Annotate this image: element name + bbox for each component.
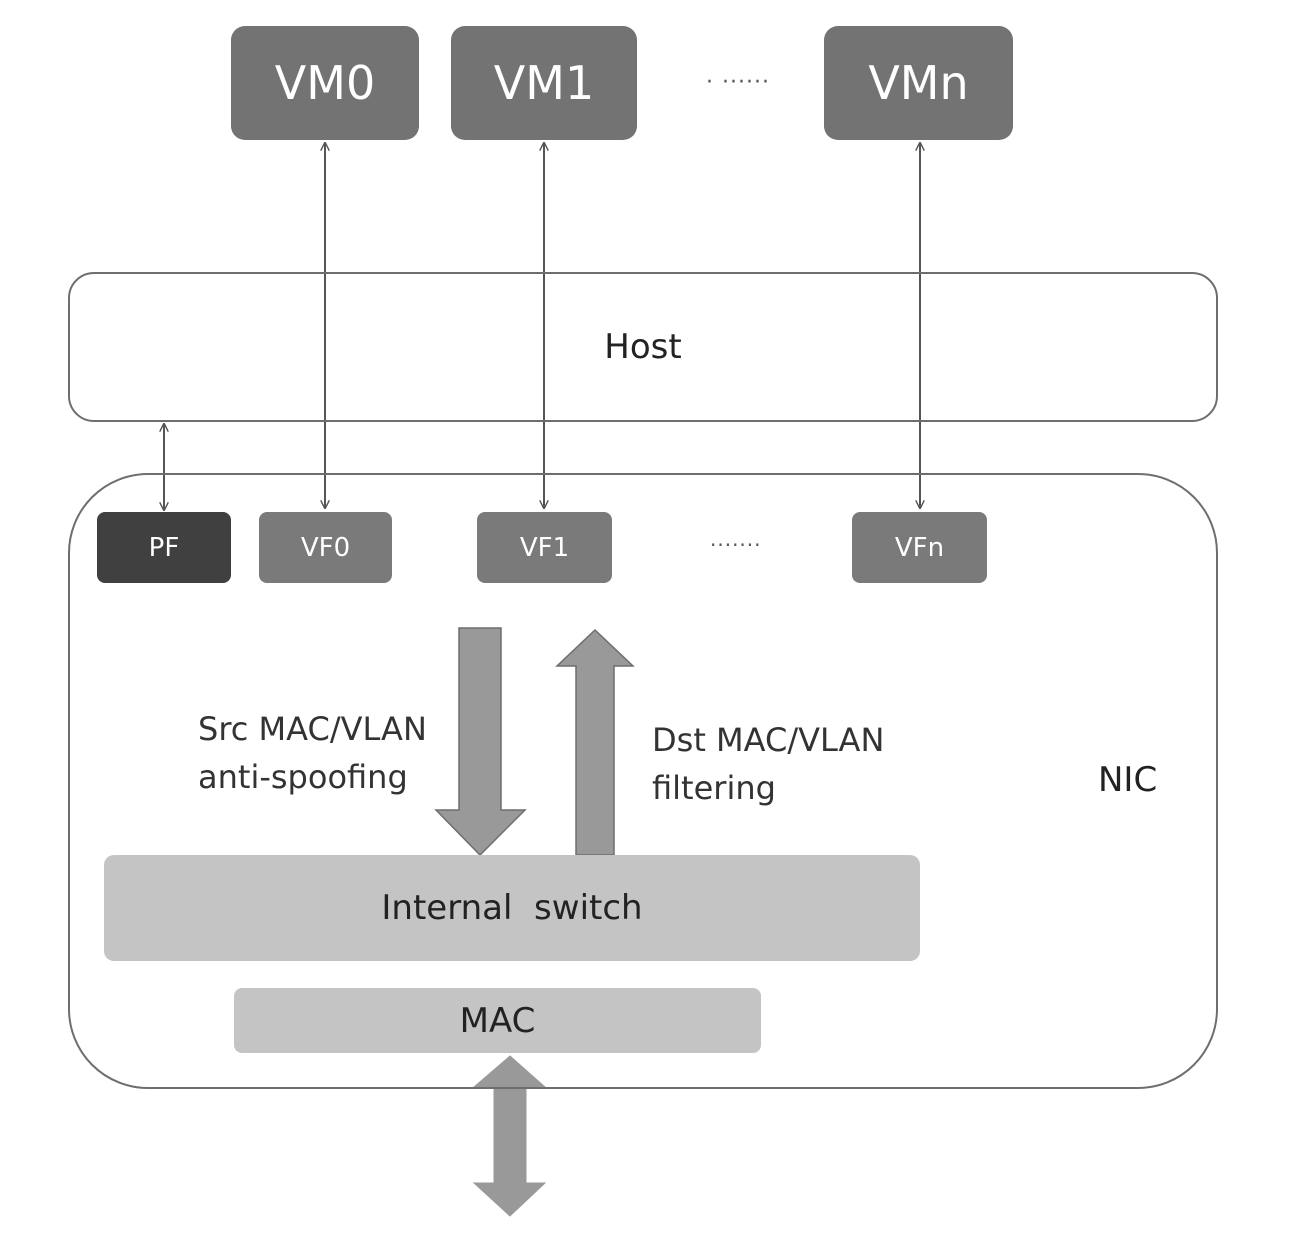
vf1-label: VF1: [519, 532, 570, 563]
vm0-label: VM0: [274, 56, 376, 110]
host-label: Host: [604, 327, 682, 367]
rx-flow-label-line2: filtering: [652, 769, 776, 807]
rx-flow-label-line1: Dst MAC/VLAN: [652, 721, 885, 759]
vf1-box: VF1: [477, 512, 612, 583]
tx-flow-label: Src MAC/VLAN anti-spoofing: [198, 705, 427, 801]
nic-box: [68, 473, 1218, 1089]
vm0-box: VM0: [231, 26, 419, 140]
vmn-box: VMn: [824, 26, 1013, 140]
vfn-label: VFn: [894, 532, 945, 563]
tx-block-arrow: [434, 627, 527, 857]
host-box: Host: [68, 272, 1218, 422]
vf0-box: VF0: [259, 512, 392, 583]
vm-ellipsis: · ······: [706, 70, 770, 95]
nic-label: NIC: [1098, 760, 1158, 800]
tx-flow-label-line1: Src MAC/VLAN: [198, 710, 427, 748]
mac-label: MAC: [459, 1000, 536, 1041]
vf0-label: VF0: [300, 532, 351, 563]
vm1-box: VM1: [451, 26, 637, 140]
internal-switch-box: Internal switch: [104, 855, 920, 961]
pf-label: PF: [148, 532, 180, 563]
mac-box: MAC: [234, 988, 761, 1053]
vm1-label: VM1: [493, 56, 595, 110]
rx-flow-label: Dst MAC/VLAN filtering: [652, 716, 884, 812]
internal-switch-label: Internal switch: [381, 888, 643, 928]
tx-flow-label-line2: anti-spoofing: [198, 758, 408, 796]
vf-ellipsis: ·······: [710, 533, 762, 557]
vfn-box: VFn: [852, 512, 987, 583]
vmn-label: VMn: [868, 56, 969, 110]
pf-box: PF: [97, 512, 231, 583]
